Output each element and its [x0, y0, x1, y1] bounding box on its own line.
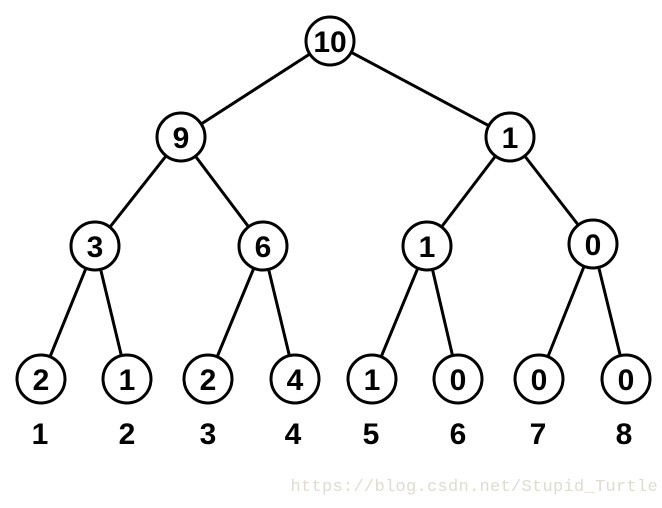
- watermark-text: https://blog.csdn.net/Stupid_Turtle: [290, 478, 658, 497]
- tree-node-L: 9: [155, 111, 207, 163]
- tree-edge-root-L: [179, 39, 332, 139]
- tree-node-value: 1: [502, 122, 519, 155]
- tree-node-circle: [155, 111, 207, 163]
- leaf-index-label-8: 8: [616, 418, 633, 451]
- tree-node-value: 3: [87, 231, 104, 264]
- tree-node-circle: [346, 353, 398, 405]
- leaf-index-label-6: 6: [450, 418, 467, 451]
- leaf-index-label-5: 5: [363, 418, 380, 451]
- tree-node-RRR: 0: [600, 353, 652, 405]
- tree-edge-root-R: [328, 39, 512, 139]
- tree-node-value: 1: [119, 364, 136, 397]
- tree-node-RR: 0: [567, 218, 619, 270]
- leaf-index-label-2: 2: [119, 418, 136, 451]
- tree-node-circle: [600, 353, 652, 405]
- tree-node-circle: [15, 353, 67, 405]
- tree-node-circle: [567, 218, 619, 270]
- tree-node-circle: [237, 220, 289, 272]
- tree-node-R: 1: [484, 111, 536, 163]
- tree-node-circle: [182, 353, 234, 405]
- tree-node-value: 1: [364, 364, 381, 397]
- tree-node-RRL: 0: [513, 353, 565, 405]
- tree-node-circle: [432, 353, 484, 405]
- tree-node-LLL: 2: [15, 353, 67, 405]
- tree-node-LR: 6: [237, 220, 289, 272]
- leaf-index-label-3: 3: [200, 418, 217, 451]
- tree-node-value: 10: [313, 26, 346, 59]
- tree-node-value: 0: [618, 364, 635, 397]
- tree-node-circle: [513, 353, 565, 405]
- tree-node-LRR: 4: [269, 353, 321, 405]
- tree-node-value: 9: [173, 122, 190, 155]
- tree-node-circle: [101, 353, 153, 405]
- tree-node-RLL: 1: [346, 353, 398, 405]
- leaf-index-label-4: 4: [285, 418, 302, 451]
- tree-node-circle: [269, 353, 321, 405]
- tree-node-value: 2: [33, 364, 50, 397]
- tree-node-circle: [484, 111, 536, 163]
- tree-node-circle: [401, 220, 453, 272]
- tree-node-value: 0: [585, 229, 602, 262]
- tree-node-circle: [304, 15, 356, 67]
- tree-node-value: 2: [200, 364, 217, 397]
- tree-node-value: 1: [419, 231, 436, 264]
- tree-node-LLR: 1: [101, 353, 153, 405]
- leaf-index-label-1: 1: [32, 418, 49, 451]
- tree-node-RL: 1: [401, 220, 453, 272]
- tree-node-value: 6: [255, 231, 272, 264]
- tree-node-value: 0: [531, 364, 548, 397]
- leaf-index-label-7: 7: [530, 418, 547, 451]
- tree-node-LRL: 2: [182, 353, 234, 405]
- tree-node-value: 4: [287, 364, 304, 397]
- tree-node-value: 0: [450, 364, 467, 397]
- tree-node-RLR: 0: [432, 353, 484, 405]
- tree-node-LL: 3: [69, 220, 121, 272]
- tree-node-circle: [69, 220, 121, 272]
- tree-node-root: 10: [304, 15, 356, 67]
